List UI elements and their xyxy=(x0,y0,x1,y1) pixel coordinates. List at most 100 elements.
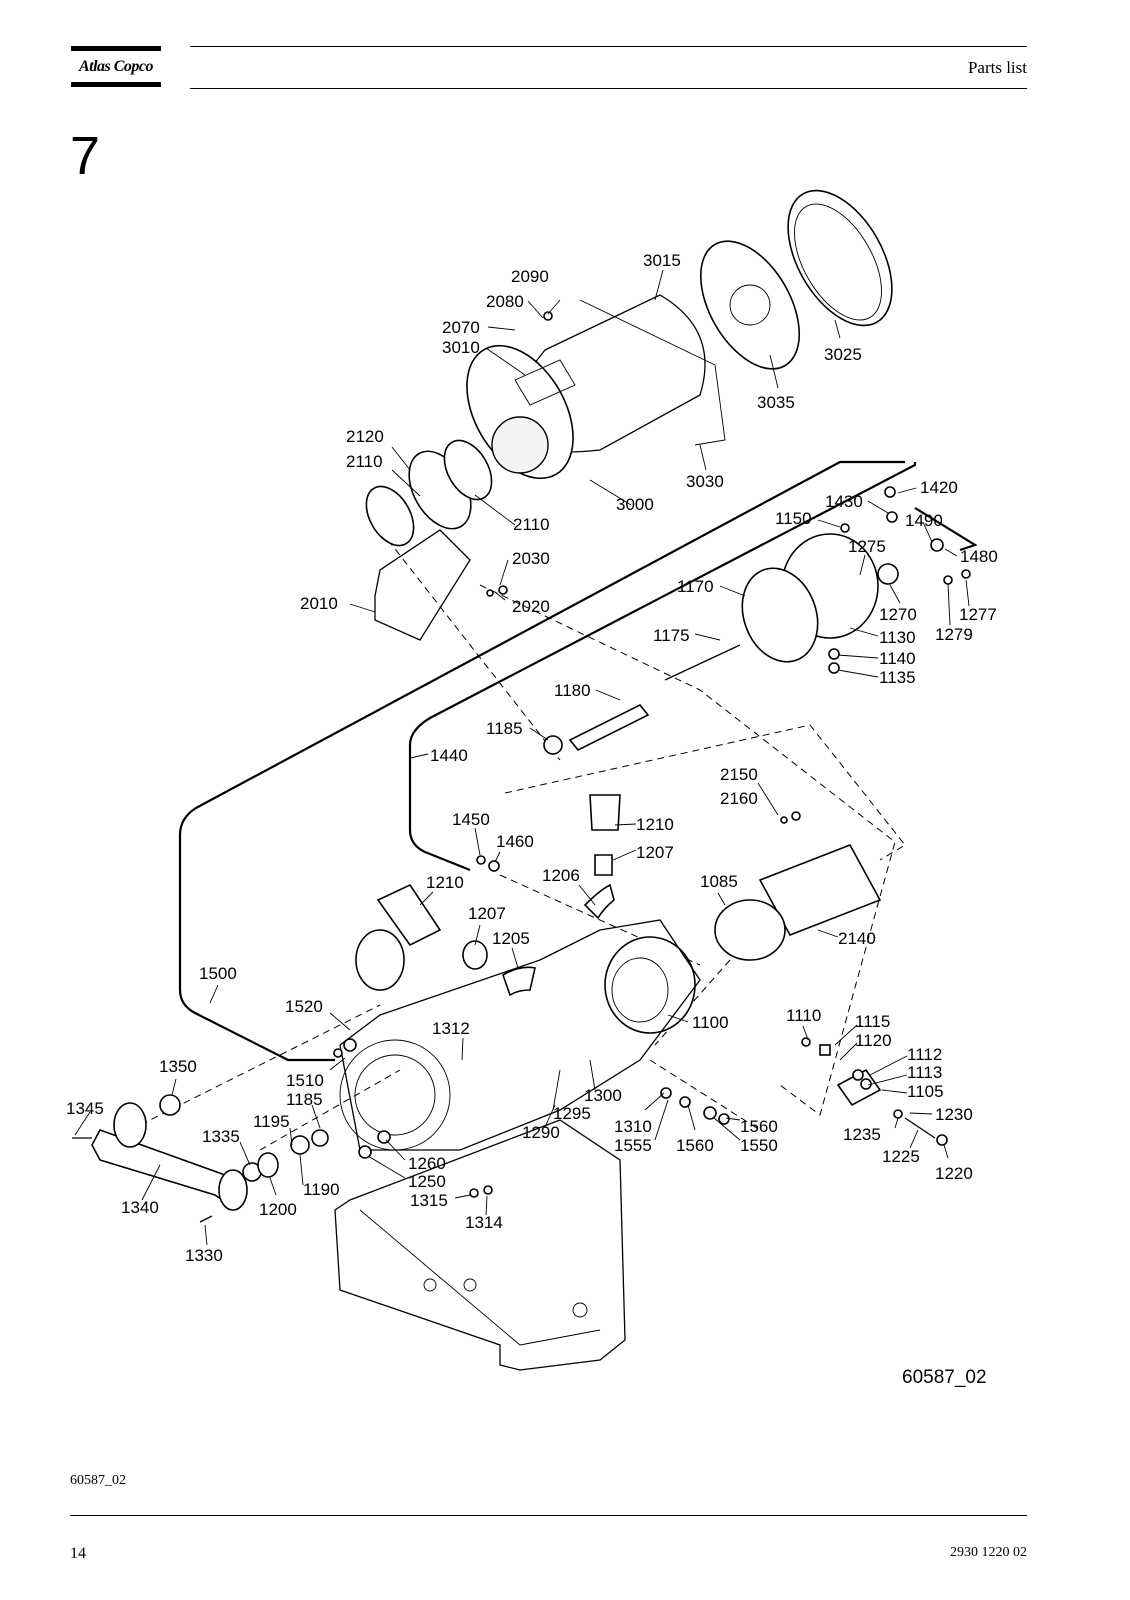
guide-1185b xyxy=(311,1129,329,1147)
callout-2110: 2110 xyxy=(346,452,383,471)
assembly-line-1 xyxy=(387,539,561,761)
assembly-line-2 xyxy=(479,584,896,1116)
callout-1275: 1275 xyxy=(848,537,886,556)
filter-element-cover-3035 xyxy=(699,240,801,370)
callout-1500: 1500 xyxy=(199,964,237,983)
drawing-id: 60587_02 xyxy=(902,1367,987,1388)
plug-1190 xyxy=(290,1135,310,1155)
callout-3025: 3025 xyxy=(824,345,862,364)
callout-1112: 1112 xyxy=(907,1045,942,1064)
air-filter-cover-3025 xyxy=(787,189,893,327)
callout-1100: 1100 xyxy=(692,1013,729,1032)
compressor-element xyxy=(339,919,701,1151)
callout-1440: 1440 xyxy=(430,746,468,765)
callout-1150: 1150 xyxy=(775,509,812,528)
nut-1200 xyxy=(257,1152,279,1178)
callout-2090: 2090 xyxy=(511,267,549,286)
callout-1312: 1312 xyxy=(432,1019,470,1038)
callout-3035: 3035 xyxy=(757,393,795,412)
hose-1440 xyxy=(408,462,917,872)
callout-1130: 1130 xyxy=(879,628,916,647)
callout-2070: 2070 xyxy=(442,318,480,337)
callout-2020: 2020 xyxy=(512,597,550,616)
page-title: Parts list xyxy=(967,58,1027,77)
callout-1115: 1115 xyxy=(855,1012,890,1031)
callout-1175: 1175 xyxy=(653,626,690,645)
callout-1190: 1190 xyxy=(303,1180,340,1199)
callout-2150: 2150 xyxy=(720,765,758,784)
hose-1490 xyxy=(914,507,978,552)
callout-1460: 1460 xyxy=(496,832,534,851)
callout-1420: 1420 xyxy=(920,478,958,497)
plug-1112 xyxy=(819,1044,831,1056)
callout-1113: 1113 xyxy=(907,1063,942,1082)
seal-1350 xyxy=(159,1094,181,1116)
callout-1205: 1205 xyxy=(492,929,530,948)
callout-labels: 3015 2090 2080 2070 3010 3025 3035 2120 … xyxy=(66,251,998,1388)
callout-1207: 1207 xyxy=(636,843,674,862)
clamp-2110 xyxy=(365,485,415,547)
callout-1235: 1235 xyxy=(843,1125,881,1144)
header-rule-top xyxy=(190,46,1027,47)
valve-1210b xyxy=(376,883,442,947)
callout-1510: 1510 xyxy=(286,1071,324,1090)
callout-1210b: 1210 xyxy=(426,873,464,892)
bracket-3030 xyxy=(579,299,726,446)
callout-2140: 2140 xyxy=(838,929,876,948)
logo-bottom-bar xyxy=(71,82,161,87)
inlet-pipe-2010 xyxy=(374,529,471,641)
callout-1350: 1350 xyxy=(159,1057,197,1076)
flange-1345 xyxy=(113,1102,147,1148)
callout-1345: 1345 xyxy=(66,1099,104,1118)
callout-2010: 2010 xyxy=(300,594,338,613)
plate-1085 xyxy=(714,899,786,961)
callout-1490: 1490 xyxy=(905,511,943,530)
callout-1550: 1550 xyxy=(740,1136,778,1155)
callout-1314: 1314 xyxy=(465,1213,503,1232)
callout-1110: 1110 xyxy=(786,1006,821,1025)
callout-1180: 1180 xyxy=(554,681,591,700)
callout-1430: 1430 xyxy=(825,492,863,511)
spring-1180 xyxy=(568,703,650,752)
callout-1290: 1290 xyxy=(522,1123,560,1142)
page-number: 14 xyxy=(70,1545,86,1562)
callout-1450: 1450 xyxy=(452,810,490,829)
callout-1170: 1170 xyxy=(677,577,714,596)
callout-1520: 1520 xyxy=(285,997,323,1016)
callout-1105: 1105 xyxy=(907,1082,944,1101)
callout-1315: 1315 xyxy=(410,1191,448,1210)
callout-1195: 1195 xyxy=(253,1112,290,1131)
adapter-1207 xyxy=(594,854,613,876)
atlas-copco-logo: Atlas Copco xyxy=(78,58,154,75)
callout-2110b: 2110 xyxy=(513,515,550,534)
document-number: 2930 1220 02 xyxy=(950,1545,1027,1560)
section-number: 7 xyxy=(70,126,101,186)
callout-1270: 1270 xyxy=(879,605,917,624)
small-fittings xyxy=(333,311,971,1198)
logo-top-bar xyxy=(71,46,161,51)
ring-1270 xyxy=(877,563,899,585)
callout-1310: 1310 xyxy=(614,1117,652,1136)
piston-rod-1175 xyxy=(664,644,741,681)
callout-1330: 1330 xyxy=(185,1246,223,1265)
callout-1085: 1085 xyxy=(700,872,738,891)
callout-1480: 1480 xyxy=(960,547,998,566)
clamp-2110b xyxy=(443,439,493,501)
callout-1300: 1300 xyxy=(584,1086,622,1105)
guide-1185 xyxy=(543,735,563,755)
callout-1335: 1335 xyxy=(202,1127,240,1146)
callout-1207b: 1207 xyxy=(468,904,506,923)
callout-1200: 1200 xyxy=(259,1200,297,1219)
callout-2120: 2120 xyxy=(346,427,384,446)
assembly-line-3 xyxy=(504,724,906,861)
valve-1210 xyxy=(589,794,621,831)
callout-1250: 1250 xyxy=(408,1172,446,1191)
assembly-line-4 xyxy=(654,959,731,1046)
leader-lines xyxy=(74,269,970,1246)
callout-1185: 1185 xyxy=(486,719,523,738)
assembly-line-5 xyxy=(129,1004,381,1131)
footer-rule xyxy=(70,1515,1027,1516)
callout-1560: 1560 xyxy=(740,1117,778,1136)
callout-3030: 3030 xyxy=(686,472,724,491)
